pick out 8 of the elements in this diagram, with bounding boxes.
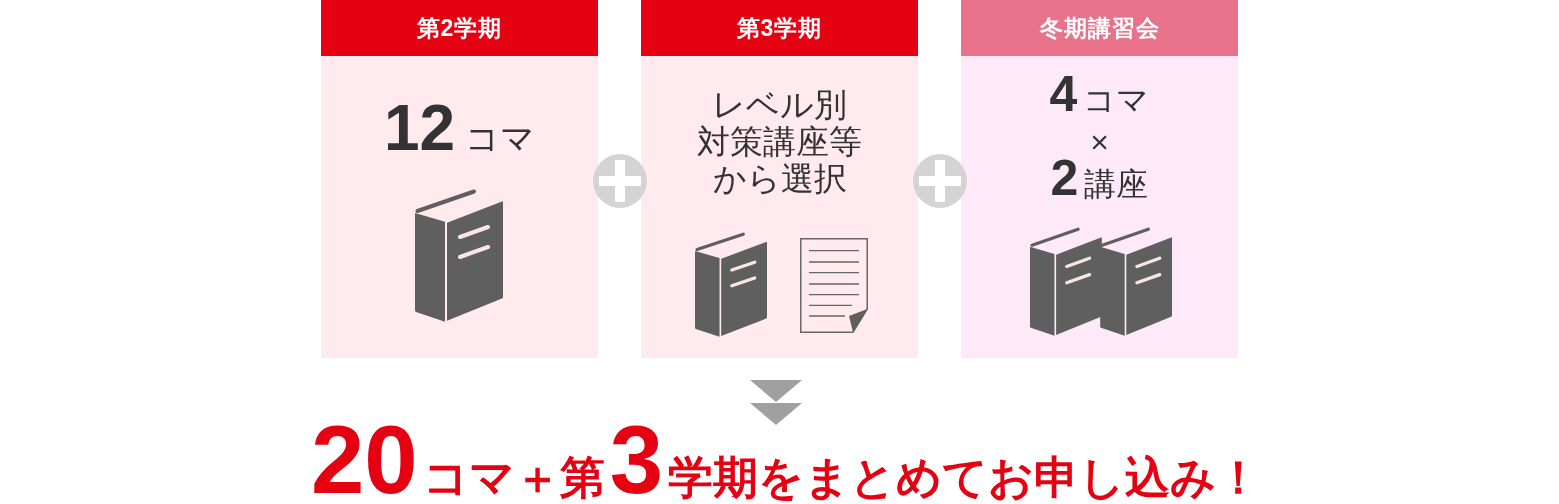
- term-card: [641, 0, 918, 358]
- course-selection-note: レベル別対策講座等から選択: [696, 86, 863, 197]
- down-chevron-arrow: [750, 380, 802, 425]
- term-card: [961, 0, 1238, 358]
- term-heading: 第3学期: [641, 0, 918, 56]
- term-heading: 冬期講習会: [961, 0, 1238, 56]
- term-heading: 第2学期: [321, 0, 598, 56]
- term-card: [321, 0, 598, 358]
